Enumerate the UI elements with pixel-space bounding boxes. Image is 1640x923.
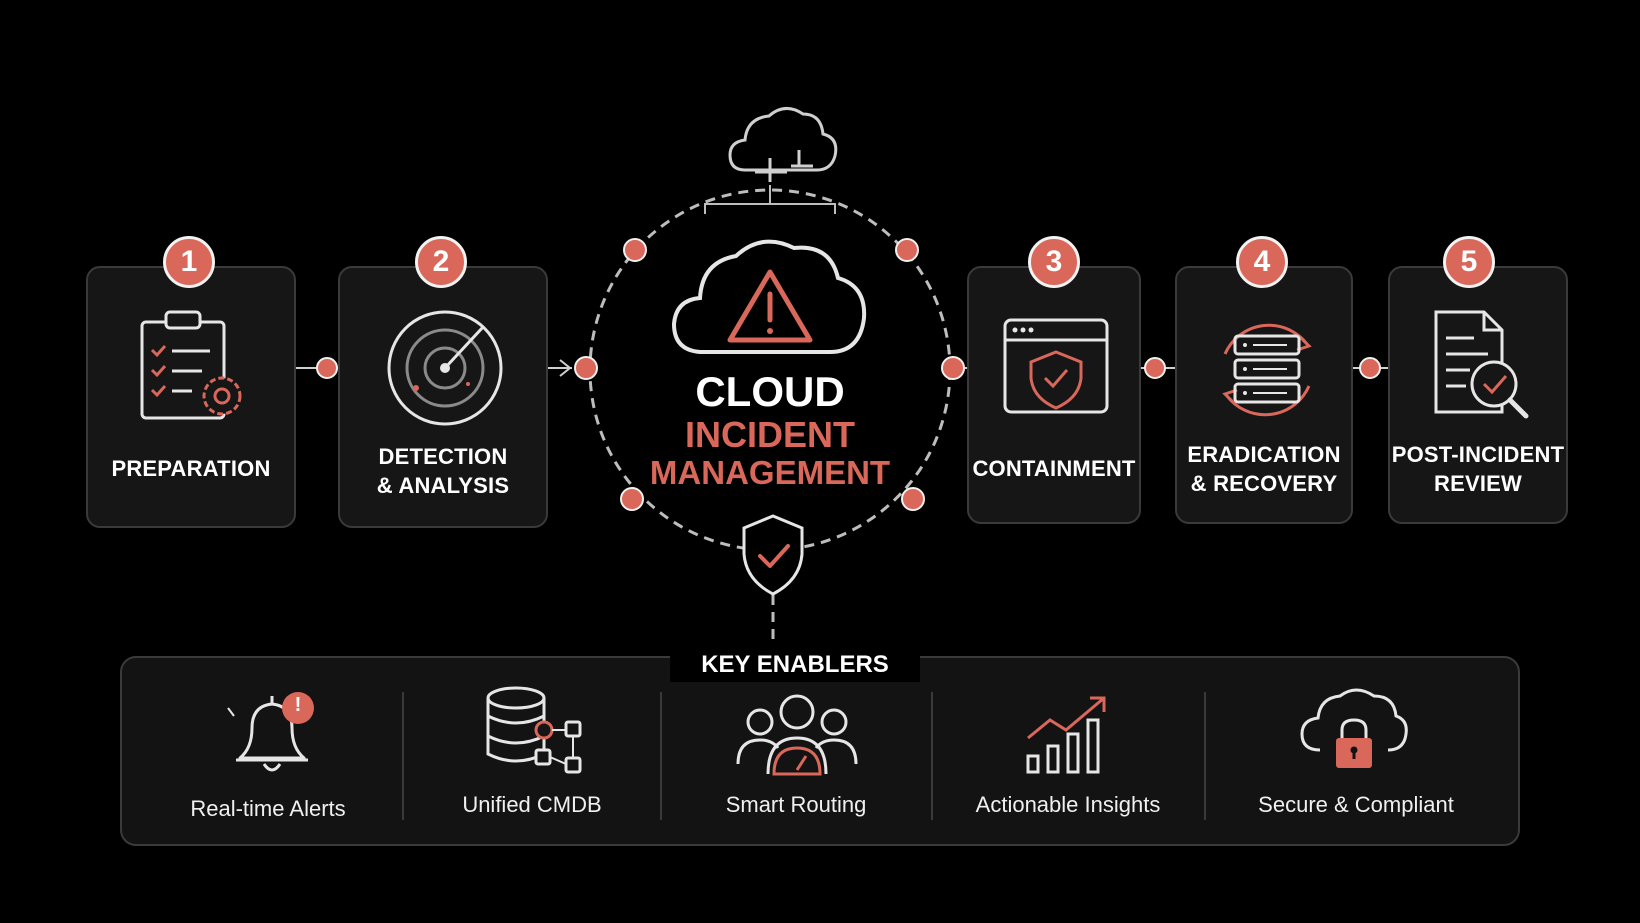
divider — [1204, 692, 1206, 820]
shield-check-icon — [742, 514, 804, 596]
step-title: CONTAINMENT — [972, 456, 1136, 481]
step-card-post-incident: POST-INCIDENT REVIEW — [1388, 266, 1568, 524]
team-routing-icon — [736, 694, 858, 776]
step-title: POST-INCIDENT REVIEW — [1391, 442, 1565, 496]
divider — [660, 692, 662, 820]
key-enablers-heading: KEY ENABLERS — [670, 648, 920, 682]
step-title: PREPARATION — [111, 456, 271, 481]
step-badge-1: 1 — [163, 236, 215, 288]
browser-shield-icon — [1003, 318, 1109, 414]
step-badge-2: 2 — [415, 236, 467, 288]
enabler-label-unified-cmdb: Unified CMDB — [462, 792, 602, 817]
center-title-line3: MANAGEMENT — [649, 454, 891, 491]
growth-chart-icon — [1026, 696, 1106, 774]
step-card-eradication: ERADICATION & RECOVERY — [1175, 266, 1353, 524]
step-badge-3: 3 — [1028, 236, 1080, 288]
step-badge-5: 5 — [1443, 236, 1495, 288]
center-title-line1: CLOUD — [695, 368, 845, 415]
step-title: DETECTION & ANALYSIS — [376, 444, 510, 498]
enabler-label-secure-compliant: Secure & Compliant — [1258, 792, 1454, 817]
step-card-detection: DETECTION & ANALYSIS — [338, 266, 548, 528]
step-title: ERADICATION & RECOVERY — [1187, 442, 1341, 496]
center-title-line2: INCIDENT — [685, 414, 855, 455]
radar-icon — [387, 310, 503, 426]
document-search-icon — [1434, 310, 1529, 419]
enabler-label-real-time-alerts: Real-time Alerts — [190, 796, 346, 821]
cloud-lock-icon — [1300, 688, 1408, 768]
step-badge-4: 4 — [1236, 236, 1288, 288]
bell-alert-icon — [227, 692, 314, 772]
clipboard-gear-icon — [140, 310, 242, 420]
server-refresh-icon — [1222, 323, 1312, 417]
divider — [931, 692, 933, 820]
divider — [402, 692, 404, 820]
step-card-preparation: PREPARATION — [86, 266, 296, 528]
network-cloud-icon — [728, 107, 838, 182]
database-network-icon — [486, 686, 582, 774]
alert-count-badge: ! — [294, 694, 302, 716]
enabler-label-actionable-insights: Actionable Insights — [975, 792, 1161, 817]
cloud-warning-icon — [671, 239, 867, 354]
enabler-label-smart-routing: Smart Routing — [725, 792, 867, 817]
step-card-containment: CONTAINMENT — [967, 266, 1141, 524]
